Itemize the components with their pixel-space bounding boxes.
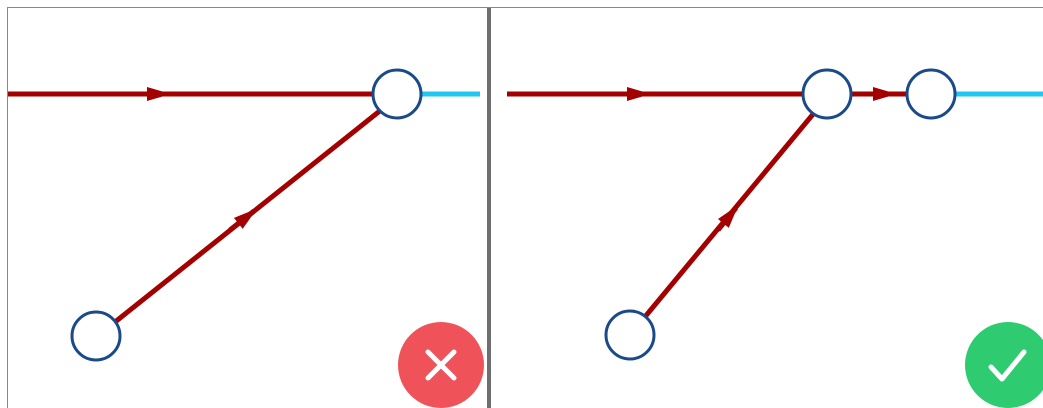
outer-frame bbox=[7, 7, 1043, 408]
incorrect-badge bbox=[398, 322, 484, 408]
source-node[interactable] bbox=[70, 310, 122, 362]
source-node[interactable] bbox=[604, 309, 656, 361]
branch-edge-arrow bbox=[228, 208, 258, 232]
correct-example-panel bbox=[507, 68, 1043, 408]
merge-node[interactable] bbox=[801, 68, 853, 120]
check-icon bbox=[988, 349, 1027, 382]
merge-node[interactable] bbox=[371, 68, 423, 120]
branch-edge-arrow bbox=[716, 204, 739, 232]
correct-badge bbox=[965, 322, 1043, 408]
next-node[interactable] bbox=[905, 68, 957, 120]
cross-icon bbox=[425, 349, 457, 381]
incorrect-example-panel bbox=[8, 68, 484, 408]
